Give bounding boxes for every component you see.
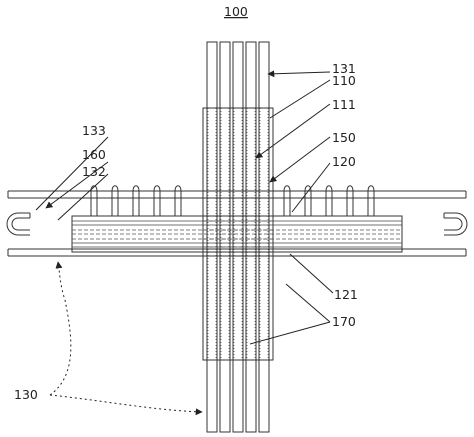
coil-loop: [132, 185, 140, 216]
label-160: 160: [82, 147, 106, 162]
label-111: 111: [332, 97, 356, 112]
reference-labels: 131 110 111 150 120 133 160 132 121 170 …: [14, 61, 358, 402]
end-hooks: [6, 212, 468, 236]
leader-lines: [35, 70, 334, 416]
horizontal-bars: [7, 190, 467, 257]
coil-loop: [90, 185, 98, 216]
coil-loop: [153, 185, 161, 216]
vertical-strips: [206, 41, 270, 433]
vertical-sleeve: [202, 107, 274, 361]
label-121: 121: [334, 287, 358, 302]
coil-loop: [346, 185, 354, 216]
label-132: 132: [82, 164, 106, 179]
label-131: 131: [332, 61, 356, 76]
coil-loop: [174, 185, 182, 216]
figure-title: 100: [224, 4, 248, 19]
coil-loop: [367, 185, 375, 216]
label-130: 130: [14, 387, 38, 402]
label-110: 110: [332, 73, 356, 88]
label-120: 120: [332, 154, 356, 169]
label-150: 150: [332, 130, 356, 145]
coil-loop: [283, 185, 291, 216]
label-133: 133: [82, 123, 106, 138]
coil-loop: [325, 185, 333, 216]
coil-loops: [90, 185, 375, 216]
label-170: 170: [332, 314, 356, 329]
coil-loop: [304, 185, 312, 216]
coil-loop: [111, 185, 119, 216]
